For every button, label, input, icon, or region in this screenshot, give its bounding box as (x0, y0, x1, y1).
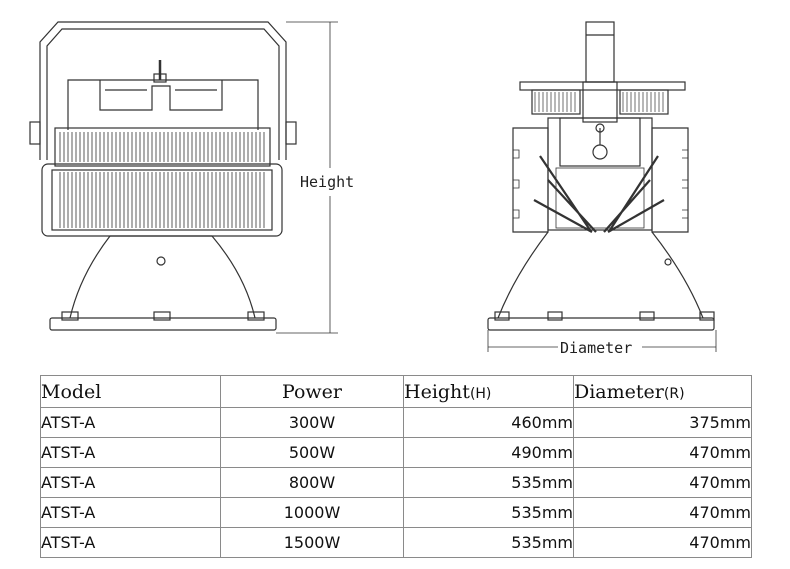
cell-power: 300W (220, 407, 404, 438)
cell-diameter: 470mm (573, 527, 752, 558)
header-diameter-unit: (R) (663, 385, 685, 402)
diameter-label: Diameter (560, 339, 632, 357)
table-row: ATST-A 500W 490mm 470mm (40, 437, 752, 468)
cell-power: 1000W (220, 497, 404, 528)
cell-model: ATST-A (40, 407, 221, 438)
header-diameter: Diameter(R) (573, 375, 752, 408)
cell-diameter: 470mm (573, 497, 752, 528)
cell-diameter: 470mm (573, 437, 752, 468)
cell-height: 490mm (403, 437, 574, 468)
cell-power: 1500W (220, 527, 404, 558)
cell-diameter: 375mm (573, 407, 752, 438)
cell-model: ATST-A (40, 467, 221, 498)
cell-power: 800W (220, 467, 404, 498)
table-row: ATST-A 1500W 535mm 470mm (40, 527, 752, 558)
spec-table: Model Power Height(H) Diameter(R) ATST-A… (40, 375, 752, 558)
cell-model: ATST-A (40, 527, 221, 558)
table-row: ATST-A 1000W 535mm 470mm (40, 497, 752, 528)
table-header-row: Model Power Height(H) Diameter(R) (40, 375, 752, 408)
header-height: Height(H) (403, 375, 574, 408)
table-row: ATST-A 800W 535mm 470mm (40, 467, 752, 498)
cell-height: 535mm (403, 467, 574, 498)
cell-model: ATST-A (40, 497, 221, 528)
table-row: ATST-A 300W 460mm 375mm (40, 407, 752, 438)
header-model: Model (40, 375, 221, 408)
front-view-drawing (29, 21, 338, 334)
cell-power: 500W (220, 437, 404, 468)
side-view-drawing (487, 21, 717, 352)
header-height-text: Height (404, 380, 470, 403)
header-height-unit: (H) (469, 385, 492, 402)
cell-diameter: 470mm (573, 467, 752, 498)
height-label: Height (300, 173, 354, 191)
header-diameter-text: Diameter (574, 380, 664, 403)
cell-height: 460mm (403, 407, 574, 438)
cell-height: 535mm (403, 527, 574, 558)
technical-drawings: Height (29, 21, 717, 357)
cell-height: 535mm (403, 497, 574, 528)
cell-model: ATST-A (40, 437, 221, 468)
header-power: Power (220, 375, 404, 408)
